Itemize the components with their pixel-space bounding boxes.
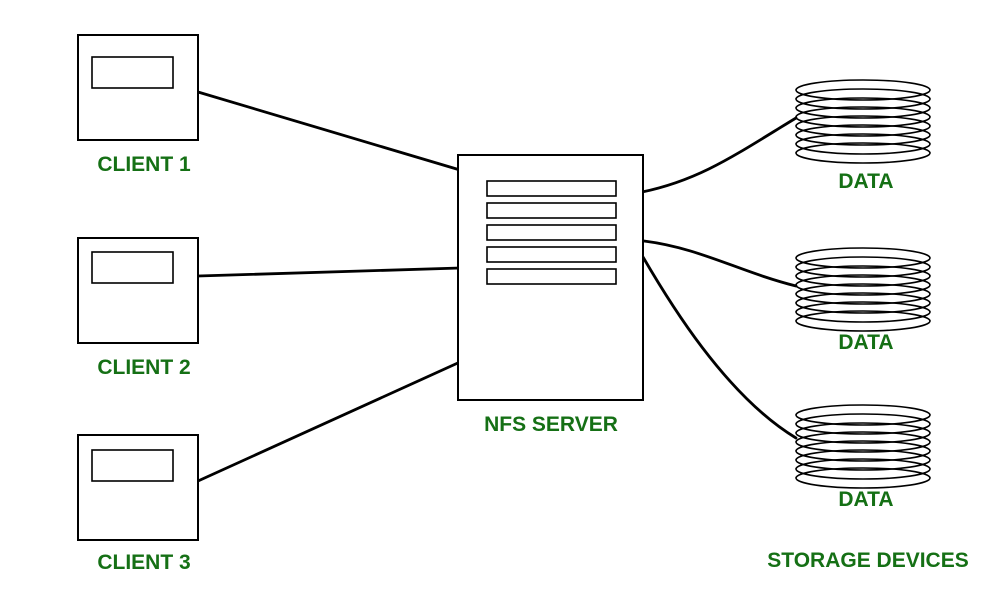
client1-node: CLIENT 1 <box>77 34 199 176</box>
storage-devices-caption: STORAGE DEVICES <box>767 549 969 572</box>
client2-screen <box>91 251 174 284</box>
client1-screen <box>91 56 174 89</box>
server-slot-3 <box>486 224 617 241</box>
connector-client2-to-server <box>196 266 462 278</box>
client2-node: CLIENT 2 <box>77 237 199 379</box>
server-slot-1 <box>486 180 617 197</box>
client1-label: CLIENT 1 <box>97 153 191 176</box>
disk-stack-2 <box>795 247 931 332</box>
storage-device-2: DATA <box>795 247 931 354</box>
server-slot-4 <box>486 246 617 263</box>
server-slot-5 <box>486 268 617 285</box>
connector-client3-to-server <box>196 360 462 483</box>
connector-server-to-storage1 <box>640 116 798 194</box>
storage-device-3: DATA <box>795 404 931 511</box>
storage2-label: DATA <box>838 331 893 354</box>
connector-client1-to-server <box>196 90 462 172</box>
server-label: NFS SERVER <box>484 413 618 436</box>
connector-lines <box>196 90 798 483</box>
disk-stack-3 <box>795 404 931 489</box>
storage3-label: DATA <box>838 488 893 511</box>
client3-node: CLIENT 3 <box>77 434 199 574</box>
connector-server-to-storage3 <box>641 255 798 440</box>
server-slot-2 <box>486 202 617 219</box>
storage1-label: DATA <box>838 170 893 193</box>
disk-stack-1 <box>795 79 931 164</box>
client3-screen <box>91 449 174 482</box>
connector-server-to-storage2 <box>642 239 798 288</box>
client3-label: CLIENT 3 <box>97 551 190 574</box>
client2-label: CLIENT 2 <box>97 356 190 379</box>
storage-device-1: DATA <box>795 79 931 193</box>
nfs-server-node: NFS SERVER <box>457 154 644 436</box>
